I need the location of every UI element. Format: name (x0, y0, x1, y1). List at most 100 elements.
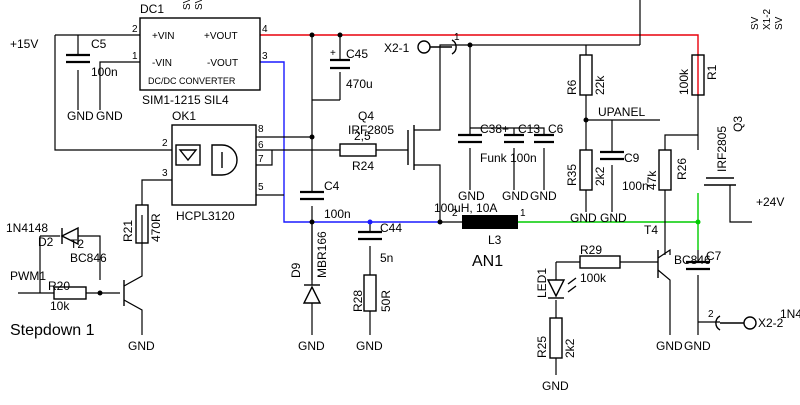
dc1-name: DC/DC CONVERTER (148, 76, 236, 86)
svg-text:X1-2: X1-2 (762, 8, 773, 30)
svg-text:SV: SV (750, 16, 761, 30)
svg-text:10k: 10k (50, 299, 70, 313)
svg-text:6: 6 (258, 140, 264, 151)
ok1-ref: OK1 (172, 109, 196, 123)
svg-text:C44: C44 (380, 221, 402, 235)
svg-text:R20: R20 (48, 279, 70, 293)
svg-text:C45: C45 (346, 47, 368, 61)
svg-text:1: 1 (520, 208, 526, 219)
res-r25: R25 2k2 GND (535, 317, 577, 393)
res-r1: 100k R1 (677, 54, 719, 96)
svg-text:GND: GND (684, 339, 711, 353)
svg-text:X2-1: X2-1 (384, 41, 410, 55)
junction (583, 117, 589, 123)
rail-plus15v: +15V (10, 37, 38, 51)
svg-text:C6: C6 (548, 122, 564, 136)
t2-part: BC846 (70, 251, 107, 265)
cap-c7: C7 GND (684, 249, 722, 353)
svg-text:L3: L3 (488, 233, 502, 247)
ok1-optocoupler: OK1 HCPL3120 2 3 8 6 7 5 (162, 109, 264, 223)
wire-q4-drain (439, 44, 640, 110)
svg-text:T4: T4 (644, 223, 658, 237)
svg-text:2k2: 2k2 (593, 166, 607, 186)
connector-x2-2[interactable]: X2-2 2 (708, 309, 784, 331)
dc1-pin-vout-pos: +VOUT (204, 31, 238, 42)
mosfet-q4: Q4 IRF2805 (348, 109, 441, 222)
rail-upanel: UPANEL (598, 105, 645, 119)
dc1-converter: DC1 +VIN -VIN +VOUT -VOUT DC/DC CONVERTE… (132, 2, 268, 107)
dc1-ref: DC1 (140, 2, 164, 16)
svg-text:R6: R6 (565, 79, 579, 95)
wire-r1-q3 (664, 95, 699, 255)
dc1-pin-vin-neg: -VIN (152, 58, 172, 69)
svg-text:SV: SV (774, 16, 785, 30)
svg-text:47k: 47k (645, 170, 659, 190)
cap-c9: C9 100n GND (600, 150, 649, 225)
net-vout-negative (260, 61, 442, 223)
svg-text:100k: 100k (677, 68, 691, 95)
svg-text:R29: R29 (580, 243, 602, 257)
svg-text:MBR166: MBR166 (315, 231, 329, 278)
rail-plus24v: +24V (756, 195, 784, 209)
dc1-pin-3: 3 (262, 51, 268, 62)
cap-c5: C5 100n (66, 37, 118, 79)
ok1-part: HCPL3120 (176, 209, 235, 223)
junction (437, 219, 443, 225)
cap-c44: C44 5n (358, 221, 402, 275)
svg-text:GND: GND (458, 189, 485, 203)
transistor-t2: GND (123, 215, 155, 353)
res-r6: R6 22k (565, 54, 607, 96)
diode-partial-ref: 1N4 (780, 307, 800, 321)
svg-text:R28: R28 (351, 290, 365, 312)
dc1-pin-2: 2 (132, 24, 138, 35)
svg-text:GND: GND (502, 189, 529, 203)
svg-text:R24: R24 (352, 159, 374, 173)
svg-text:R1: R1 (705, 64, 719, 80)
svg-text:100k: 100k (580, 271, 607, 285)
svg-text:100uH, 10A: 100uH, 10A (434, 201, 497, 215)
wire-pwm (18, 236, 120, 294)
svg-text:C13: C13 (518, 122, 540, 136)
dc1-part: SIM1-1215 SIL4 (142, 93, 229, 107)
junction (309, 219, 315, 225)
svg-text:GND: GND (656, 339, 683, 353)
t2-ref: T2 (70, 237, 84, 251)
junction (309, 134, 315, 140)
cap-c6: C6 GND (530, 122, 564, 203)
gnd-c5: GND (67, 109, 94, 123)
junction (97, 290, 103, 296)
svg-text:R21: R21 (121, 220, 135, 242)
dc1-pin-vout-neg: -VOUT (207, 58, 238, 69)
cap-c13: C13 100n GND (502, 122, 540, 203)
wire-15v (54, 34, 172, 151)
svg-text:GND: GND (298, 339, 325, 353)
svg-text:X2-2: X2-2 (758, 316, 784, 330)
junction (695, 219, 701, 225)
connector-x2-1[interactable]: X2-1 1 (384, 32, 460, 55)
svg-text:8: 8 (258, 124, 264, 135)
dc1-pin-4: 4 (262, 24, 268, 35)
svg-text:3: 3 (162, 168, 168, 179)
svg-text:GND: GND (530, 189, 557, 203)
svg-text:22k: 22k (593, 75, 607, 95)
svg-text:GND: GND (570, 211, 597, 225)
cap-c38: C38+ Funk GND (458, 122, 509, 203)
res-r29: R29 100k (556, 243, 658, 285)
svg-text:+: + (330, 48, 336, 59)
cap-c4: C4 100n (300, 35, 351, 280)
res-r21: R21 470R (121, 179, 172, 244)
res-r20: R20 10k (48, 279, 87, 313)
svg-text:50R: 50R (379, 290, 393, 312)
svg-text:470u: 470u (346, 77, 373, 91)
svg-text:C4: C4 (324, 179, 340, 193)
mosfet-q3: IRF2805 Q3 (704, 116, 752, 223)
transistor-t4: T4 BC846 GND (644, 223, 711, 353)
svg-text:1: 1 (454, 32, 460, 43)
dc1-pin-vin-pos: +VIN (152, 31, 175, 42)
svg-text:2,5: 2,5 (354, 129, 371, 143)
wire-cap-bank (469, 45, 545, 190)
junction (337, 32, 343, 38)
svg-text:R35: R35 (565, 164, 579, 186)
diode-d2: 1N4148 D2 (6, 221, 101, 280)
